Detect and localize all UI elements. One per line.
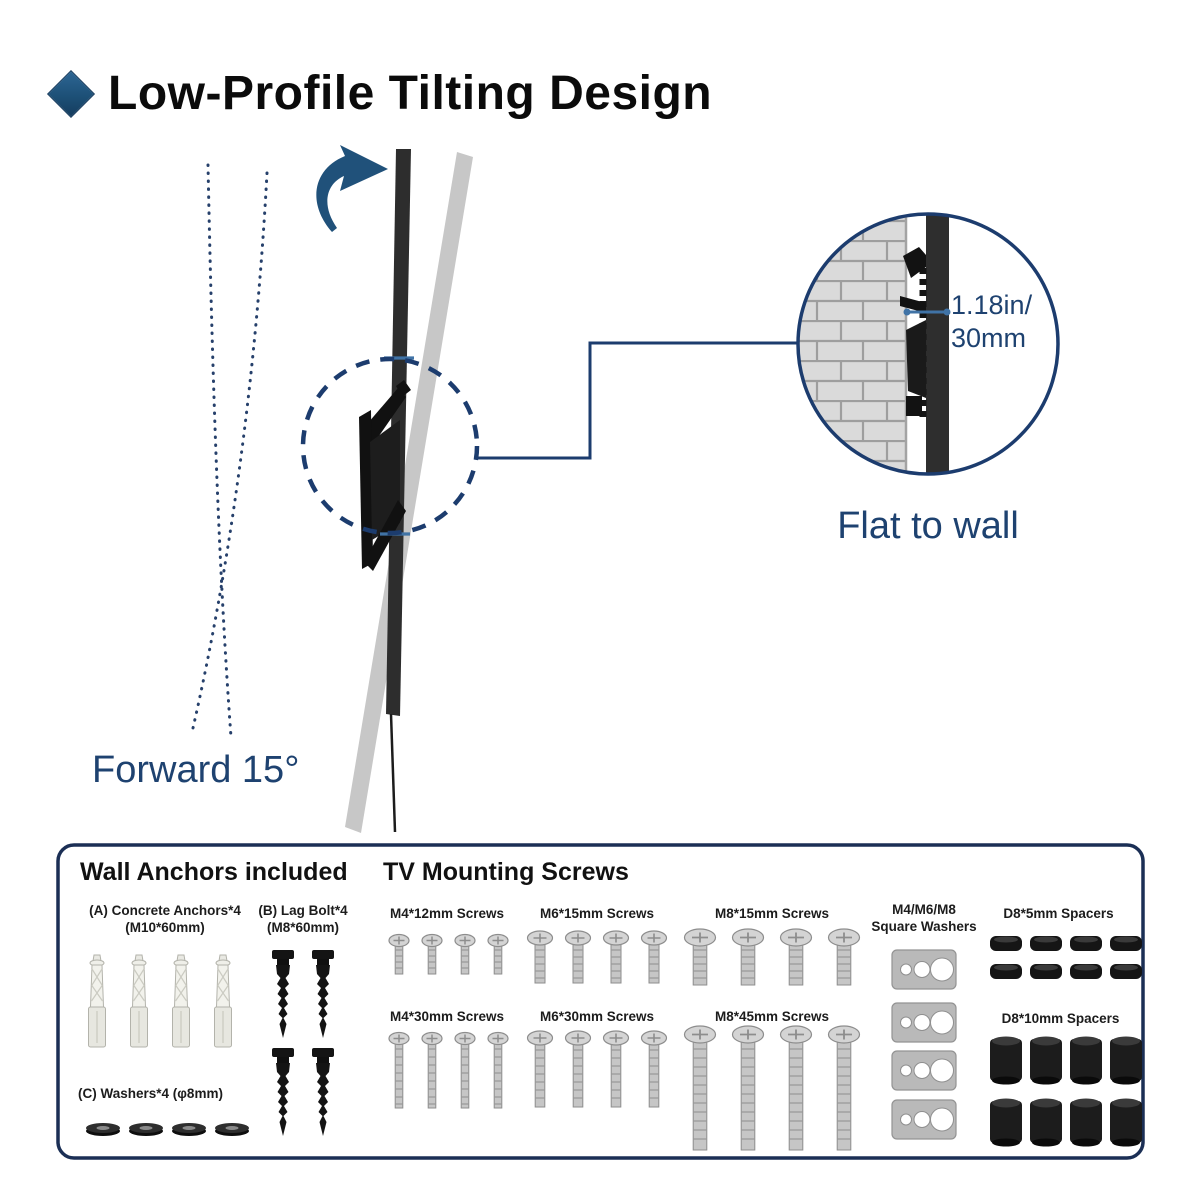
page-header: Low-Profile Tilting Design [46,66,713,121]
square-washer-icon [891,949,957,990]
tilt-arrow-icon [316,145,388,232]
tv-tilted-silhouette [345,152,473,833]
m4-30mm-label: M4*30mm Screws [389,1009,505,1024]
spacer-icon [1110,1036,1142,1085]
forward-tilt-label: Forward 15° [92,749,300,791]
small-spacers-label: D8*5mm Spacers [1003,906,1114,921]
concrete-anchors-label: (A) Concrete Anchors*4 (M10*60mm) [89,903,241,935]
spacer-icon [1030,936,1062,951]
tv-screws-heading: TV Mounting Screws [383,858,629,886]
diamond-bullet-icon [46,69,96,118]
tv-edge [926,214,949,474]
spacer-icon [1110,1098,1142,1147]
large-spacers-label: D8*10mm Spacers [1001,1011,1120,1026]
parts-box-panel [56,843,1145,1160]
tilt-angle-dotted-lines [191,163,269,739]
flat-washer-icon [129,1123,163,1136]
spacer-icon [1030,1098,1062,1147]
depth-millimeters: 30mm [951,323,1027,353]
m6-15mm-label: M6*15mm Screws [539,906,655,921]
spacer-icon [1030,964,1062,979]
page-title: Low-Profile Tilting Design [108,67,713,120]
lag-bolts-label: (B) Lag Bolt*4 (M8*60mm) [258,903,348,935]
m4-12mm-label: M4*12mm Screws [389,906,505,921]
spacer-icon [990,936,1022,951]
square-washers-label: M4/M6/M8 Square Washers [871,902,977,934]
square-washer-icon [891,1099,957,1140]
depth-dimension-line [903,308,951,316]
spacer-icon [1070,1098,1102,1147]
depth-measurement-label: 1.18in/ 30mm [951,289,1032,355]
callout-connector-line [477,341,798,460]
spacer-icon [990,1098,1022,1147]
brick-wall [798,214,906,474]
square-washer-icon [891,1002,957,1043]
depth-inches: 1.18in/ [951,290,1033,320]
spacer-icon [990,1036,1022,1085]
flat-washer-icon [215,1123,249,1136]
m8-15mm-label: M8*15mm Screws [714,906,830,921]
wall-bracket-detail [900,247,926,416]
flat-washers-label: (C) Washers*4 (φ8mm) [78,1086,223,1101]
spacer-icon [1110,936,1142,951]
flat-washer-icon [86,1123,120,1136]
spacer-icon [1030,1036,1062,1085]
wall-anchors-heading: Wall Anchors included [80,858,348,886]
spacer-icon [1070,964,1102,979]
spacer-icon [1070,1036,1102,1085]
m6-30mm-label: M6*30mm Screws [539,1009,655,1024]
flat-washer-icon [172,1123,206,1136]
spacer-icon [1110,964,1142,979]
m8-45mm-label: M8*45mm Screws [714,1009,830,1024]
spacer-icon [990,964,1022,979]
zoom-focus-dashed-circle [300,356,480,536]
spacer-icon [1070,936,1102,951]
square-washer-icon [891,1050,957,1091]
wall-detail-view [796,212,1060,476]
flat-to-wall-label: Flat to wall [837,505,1019,547]
